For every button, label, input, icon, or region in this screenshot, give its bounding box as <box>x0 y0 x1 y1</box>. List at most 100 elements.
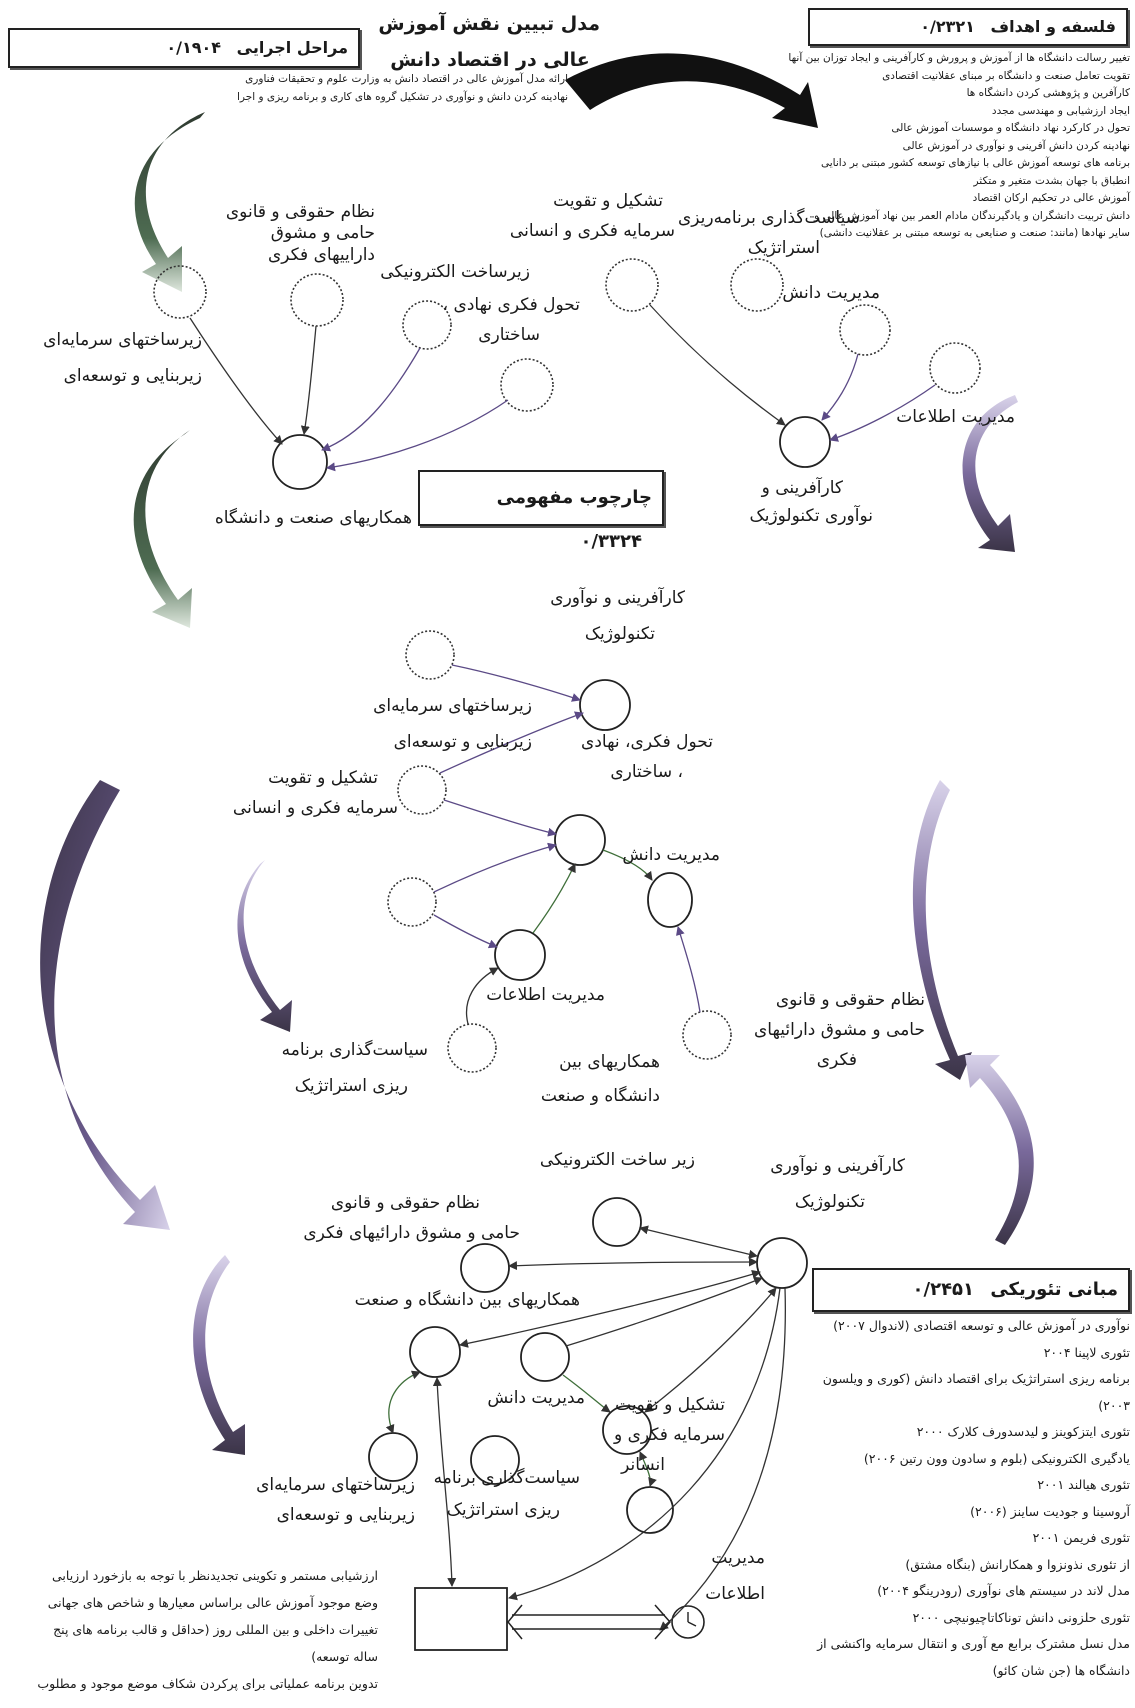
s4-label-ent: کارآفرینی و نوآوری تکنولوژیک <box>770 1148 905 1220</box>
theory-item-5: تئوری ایتزکوینز و لیدسدورف کلارک ۲۰۰۰ <box>916 1424 1130 1439</box>
s4-double-arrow <box>512 1614 665 1630</box>
s1-node-transform <box>500 358 554 412</box>
philo-item-7: برنامه های توسعه آموزش عالی با نیازهای ت… <box>821 157 1130 169</box>
s4-edge-capital-im <box>639 1451 657 1487</box>
flow-arrow-exec-to-stage1 <box>134 112 205 292</box>
s1-label-transform: تحول فکری نهادی ، ساختاری <box>443 290 580 350</box>
theory-box-label: مبانی تئوریکی <box>990 1279 1118 1300</box>
s1-label-coop: همکاریهای صنعت و دانشگاه <box>214 508 412 528</box>
theory-item-11: مدل لاند در سیستم های نوآوری (رودرینگو ۲… <box>877 1583 1130 1598</box>
s4-node-electronic <box>592 1197 642 1247</box>
s3-legal-line-3: فکری <box>816 1050 857 1070</box>
s2-label-ent: کارآفرینی و نوآوری تکنولوژیک <box>728 474 873 530</box>
s1-edge-infra <box>189 317 283 445</box>
bottom-items: ارزشیابی مستمر و تکوینی تجدیدنظر با توجه… <box>8 1562 378 1697</box>
s3-node-infra <box>405 630 455 680</box>
theory-items: نوآوری در آموزش عالی و توسعه اقتصادی (لا… <box>800 1313 1130 1684</box>
s3-node-ent <box>579 679 631 731</box>
s1-node-legal <box>290 273 344 327</box>
stage3-graph <box>387 630 732 1073</box>
s4-node-policy <box>470 1435 520 1485</box>
theory-item-4: ۲۰۰۳) <box>1098 1397 1130 1413</box>
s4-label-capital: تشکیل و تقویت سرمایه فکری و انسانر <box>595 1390 725 1480</box>
theory-item-8: آروسینا و جودیت ساینز (۲۰۰۶) <box>970 1503 1130 1519</box>
philo-item-1: تغییر رسالت دانشگاه ها از آموزش و پرورش … <box>788 52 1130 64</box>
s4-clock-hands <box>687 1612 697 1627</box>
s3-ent-line-2: تکنولوژیک <box>584 624 655 644</box>
s4-node-coop <box>409 1326 461 1378</box>
s4-edge-legal-ent <box>508 1257 758 1271</box>
s4-label-policy: سیاست‌گذاری برنامه ریزی استراتژیک <box>433 1462 580 1526</box>
s3-infra-line-2: زیربنایی و توسعه‌ای <box>393 732 532 752</box>
s2-policy-line-2: استراتژیک <box>747 238 820 258</box>
s2-edge-im <box>829 384 936 442</box>
s2-edge-km <box>821 353 859 421</box>
s2-capital-line-2: سرمایه فکری و انسانی <box>509 221 675 241</box>
s3-edge-capital-km <box>443 799 557 837</box>
s3-node-policy-target <box>647 872 693 928</box>
exec-box: مراحل اجرایی ۰/۱۹۰۴ <box>8 28 360 68</box>
s4-policy-line-2: ریزی استراتژیک <box>446 1500 560 1520</box>
theory-item-12: تئوری حلزونی دانش توناکاتاچیونیچی ۲۰۰۰ <box>912 1609 1130 1625</box>
s4-capital-line-1: تشکیل و تقویت <box>615 1395 725 1415</box>
theory-item-9: تئوری فریمن ۲۰۰۱ <box>1032 1530 1130 1545</box>
s4-clock-icon <box>671 1605 705 1639</box>
concept-box-label: چارچوب مفهومی <box>496 487 652 508</box>
s4-edge-coop-box <box>432 1377 457 1587</box>
exec-items: ارائه مدل آموزش عالی در اقتصاد دانش به و… <box>8 70 568 106</box>
title-line-2: عالی در اقتصاد دانش <box>390 49 590 71</box>
s3-policy-line-1: سیاست‌گذاری برنامه <box>281 1040 428 1060</box>
philo-item-3: کارآفرین و پژوهشی کردن دانشگاه ها <box>966 87 1130 99</box>
philo-item-4: ایجاد ارزشیابی و مهندسی مجدد <box>991 104 1130 117</box>
s3-edge-left-km <box>433 842 557 893</box>
stage4-graph <box>368 1197 808 1651</box>
s2-node-capital <box>605 258 659 312</box>
s1-node-infra <box>153 265 207 319</box>
s2-label-km: مدیریت دانش <box>782 283 880 303</box>
s3-edge-km-target <box>602 849 653 881</box>
s1-infra-line-2: زیربنایی و توسعه‌ای <box>63 366 202 386</box>
bottom-item-2: وضع موجود آموزش عالی براساس معیارها و شا… <box>47 1595 378 1610</box>
s3-transform-line-1: تحول فکری، نهادی <box>581 732 713 752</box>
s1-label-legal: نظام حقوقی و قانوی حامی و مشوق داراییهای… <box>226 202 375 266</box>
exec-box-label: مراحل اجرایی <box>236 38 348 57</box>
s1-label-infra: زیرساختهای سرمایه‌ای زیربنایی و توسعه‌ای <box>22 322 202 394</box>
s4-policy-line-1: سیاست‌گذاری برنامه <box>433 1468 580 1488</box>
philo-item-5: تحول در کارکرد نهاد دانشگاه و موسسات آمو… <box>891 122 1130 134</box>
flow-arrow-stage1-to-stage3 <box>133 430 192 628</box>
s2-label-policy: سیاست‌گذاری برنامه‌ریزی استراتژیک <box>677 203 860 263</box>
s4-legal-line-1: نظام حقوقی و قانوی <box>330 1193 480 1213</box>
theory-box-value: ۰/۲۴۵۱ <box>912 1279 975 1300</box>
s3-label-coop: همکاریهای بین دانشگاه و صنعت <box>540 1045 660 1113</box>
s4-edge-infra-coop <box>385 1370 421 1434</box>
s4-node-im-small <box>626 1486 674 1534</box>
s2-capital-line-1: تشکیل و تقویت <box>553 191 663 211</box>
theory-item-13: مدل نسل مشترک برابع مع آوری و انتقال سرم… <box>817 1636 1130 1651</box>
s4-infra-line-2: زیربنایی و توسعه‌ای <box>276 1505 415 1525</box>
philo-box-value: ۰/۲۳۲۱ <box>920 17 975 36</box>
s3-transform-line-2: ، ساختاری <box>610 762 683 782</box>
flow-arrow-stage2-to-philo <box>962 395 1018 552</box>
s4-label-km: مدیریت دانش <box>487 1388 585 1408</box>
stage1-graph <box>153 265 554 490</box>
s2-policy-line-1: سیاست‌گذاری برنامه‌ریزی <box>677 208 860 228</box>
s1-edge-transform <box>326 399 509 472</box>
s1-node-coop <box>272 434 328 490</box>
s4-ent-line-2: تکنولوژیک <box>794 1192 865 1212</box>
philo-item-10: دانش تربیت دانشگران و یادگیرندگان مادام … <box>813 209 1130 222</box>
philo-items: تغییر رسالت دانشگاه ها از آموزش و پرورش … <box>788 50 1130 243</box>
s3-label-policy: سیاست‌گذاری برنامه ریزی استراتژیک <box>278 1032 428 1104</box>
s3-legal-line-2: حامی و مشوق دارائیهای <box>753 1020 925 1040</box>
bottom-item-1: ارزشیابی مستمر و تکوینی تجدیدنظر با توجه… <box>51 1568 378 1583</box>
stage2-graph <box>605 258 981 468</box>
s4-capital-line-2: سرمایه فکری و <box>614 1425 725 1445</box>
s1-edge-legal <box>300 325 317 435</box>
s3-coop-line-2: دانشگاه و صنعت <box>540 1086 660 1106</box>
title-line-1: مدل تبیین نقش آموزش <box>378 13 600 35</box>
flow-arrow-title-to-philosophy <box>565 53 818 128</box>
s3-label-infra: زیرساختهای سرمایه‌ای زیربنایی و توسعه‌ای <box>372 688 532 760</box>
s3-legal-line-1: نظام حقوقی و قانوی <box>775 990 925 1010</box>
s3-edge-im-km <box>532 863 576 934</box>
bottom-item-3: تغییرات داخلی و بین المللی روز (حداقل و … <box>53 1622 378 1637</box>
